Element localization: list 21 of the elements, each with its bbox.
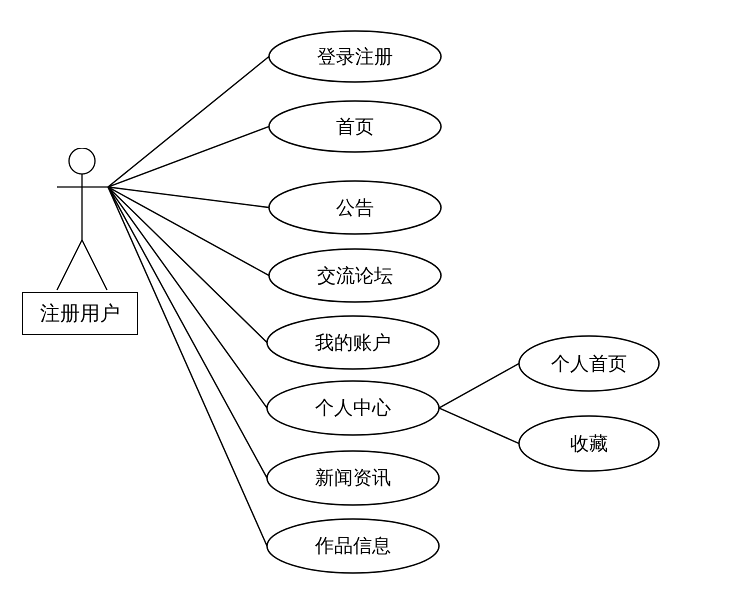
actor-label: 注册用户 (22, 292, 138, 335)
association-line (108, 56, 270, 188)
use-case-oval: 收藏 (518, 415, 660, 472)
use-case-oval: 个人中心 (266, 380, 440, 436)
use-case-oval: 新闻资讯 (266, 450, 440, 506)
use-case-oval: 交流论坛 (268, 248, 442, 303)
association-line (108, 186, 270, 276)
association-line (438, 407, 520, 444)
use-case-oval: 作品信息 (266, 518, 440, 574)
association-line (108, 126, 270, 188)
use-case-oval: 登录注册 (268, 30, 442, 83)
association-line (438, 362, 520, 409)
association-line (108, 186, 268, 343)
use-case-oval: 我的账户 (266, 315, 440, 370)
association-line (107, 186, 268, 478)
association-line (107, 186, 268, 546)
use-case-oval: 公告 (268, 180, 442, 235)
use-case-oval: 个人首页 (518, 335, 660, 392)
association-line (108, 186, 270, 208)
use-case-oval: 首页 (268, 100, 442, 153)
stick-figure (56, 148, 108, 291)
